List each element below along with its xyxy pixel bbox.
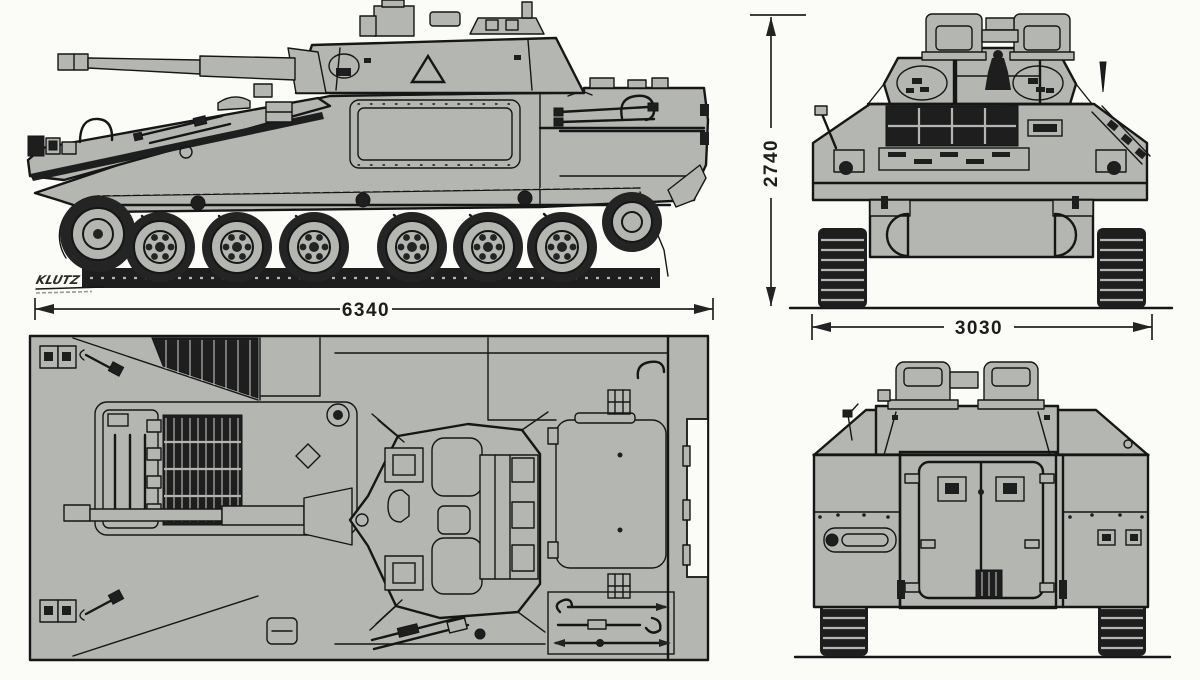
gunner-sight <box>373 5 415 37</box>
road-wheel <box>526 211 598 283</box>
drive-sprocket <box>60 196 136 272</box>
bow-shackles-bottom <box>39 589 125 623</box>
antenna <box>1099 61 1107 93</box>
bow-louvre-grille <box>151 337 259 399</box>
gun-muzzle-front <box>985 58 1011 90</box>
engine-access-panel <box>94 401 358 536</box>
length-dimension: 6340 <box>34 298 714 321</box>
fuel-cap <box>326 403 350 427</box>
deck-tools <box>266 614 486 651</box>
road-wheel <box>124 211 196 283</box>
rear-roof-hatch <box>547 412 667 569</box>
front-turret <box>866 46 1094 106</box>
rear-left-fender <box>813 511 905 599</box>
front-track-left <box>818 228 867 308</box>
height-dimension-label: 2740 <box>761 139 782 187</box>
lifting-hook <box>636 360 666 380</box>
signature-text: KLUTZ <box>35 273 82 287</box>
side-running-gear <box>58 186 669 288</box>
idler-wheel <box>602 192 662 252</box>
door-port-right <box>995 476 1025 502</box>
side-access-panel <box>349 99 521 169</box>
vent-diamond <box>295 443 321 469</box>
return-roller <box>355 192 371 208</box>
rear-deck-tools <box>553 77 669 127</box>
front-view <box>788 13 1174 310</box>
plan-gun-barrel <box>63 487 353 546</box>
road-wheel <box>376 211 448 283</box>
sight-cover <box>437 505 471 535</box>
artist-signature: KLUTZ <box>35 273 105 294</box>
front-track-right <box>1097 228 1146 308</box>
bow-shackles-top <box>39 345 125 377</box>
height-dimension: 2740 <box>750 14 806 306</box>
rear-doors <box>898 450 1058 610</box>
glacis-tools <box>132 83 293 159</box>
front-right-fittings <box>1091 61 1151 175</box>
roof-vent-blocks <box>607 360 666 599</box>
road-wheel <box>278 211 350 283</box>
width-dimension: 3030 <box>811 314 1153 340</box>
front-roof-hatches <box>921 13 1075 61</box>
plan-turret <box>348 411 549 633</box>
rear-door-recess <box>686 418 709 578</box>
length-dimension-label: 6340 <box>342 300 390 321</box>
front-left-fittings <box>814 105 865 175</box>
rear-view <box>793 361 1172 659</box>
track-upper-run <box>97 187 641 197</box>
gunner-hatch <box>431 537 483 595</box>
road-wheel <box>201 211 273 283</box>
periscope-hump <box>429 11 461 27</box>
tow-loop <box>78 117 114 144</box>
muzzle-brake <box>57 53 89 71</box>
driver-dome <box>217 96 251 111</box>
rear-mud-flap <box>667 164 707 208</box>
engine-intake-grille <box>878 105 1063 171</box>
rear-right-fender <box>1059 511 1149 599</box>
turret-triangle-emblem <box>409 53 447 84</box>
final-drive-left <box>885 212 910 258</box>
final-drive-right <box>1053 212 1078 258</box>
gun-barrel <box>57 53 296 81</box>
width-dimension-label: 3030 <box>955 318 1003 339</box>
door-port-left <box>937 476 967 502</box>
rear-hatch-covers <box>877 361 1045 410</box>
rear-upper-hull <box>812 403 1150 457</box>
headlight-cluster <box>27 135 77 157</box>
commander-hatch <box>431 437 483 497</box>
tool-stowage-box <box>547 591 675 655</box>
road-wheel <box>452 211 524 283</box>
side-view <box>26 0 710 288</box>
return-roller <box>517 190 533 206</box>
return-roller <box>190 195 206 211</box>
front-hull <box>811 102 1149 259</box>
side-turret <box>287 0 586 95</box>
top-view <box>28 334 710 662</box>
